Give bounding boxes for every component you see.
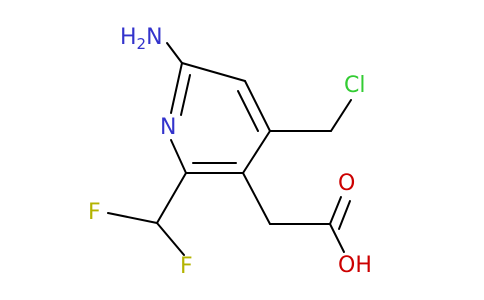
bond-c5-c4-inner — [237, 90, 259, 132]
bond-n1-c6-outer — [170, 62, 183, 114]
hydroxyl-label: OH — [338, 253, 372, 278]
bond-c6-c5 — [181, 62, 246, 82]
carbonyl-oxygen-label: O — [338, 171, 355, 196]
amine-label: H2N — [120, 25, 163, 53]
bond-c-o-double-2 — [338, 200, 351, 230]
ring-nitrogen-label: N — [160, 115, 176, 140]
bond-c2-chf2 — [156, 172, 187, 224]
fluorine-1-label: F — [88, 200, 101, 225]
bond-c-oh — [329, 223, 345, 253]
bond-ch2-cl — [330, 99, 352, 132]
bond-c-o-double-1 — [329, 196, 342, 225]
bond-c2-n1 — [170, 139, 187, 174]
bond-c6-nh2 — [166, 42, 183, 64]
bond-n1-c6-inner — [180, 74, 191, 116]
chlorine-label: Cl — [344, 73, 365, 98]
fluorine-2-label: F — [180, 254, 193, 279]
bond-c3-ch2 — [242, 172, 271, 225]
bond-chf2-f1 — [107, 212, 158, 224]
bond-c4-c3 — [242, 130, 271, 174]
bond-c5-c4-outer — [244, 80, 271, 132]
bond-chf2-f2 — [156, 222, 185, 256]
